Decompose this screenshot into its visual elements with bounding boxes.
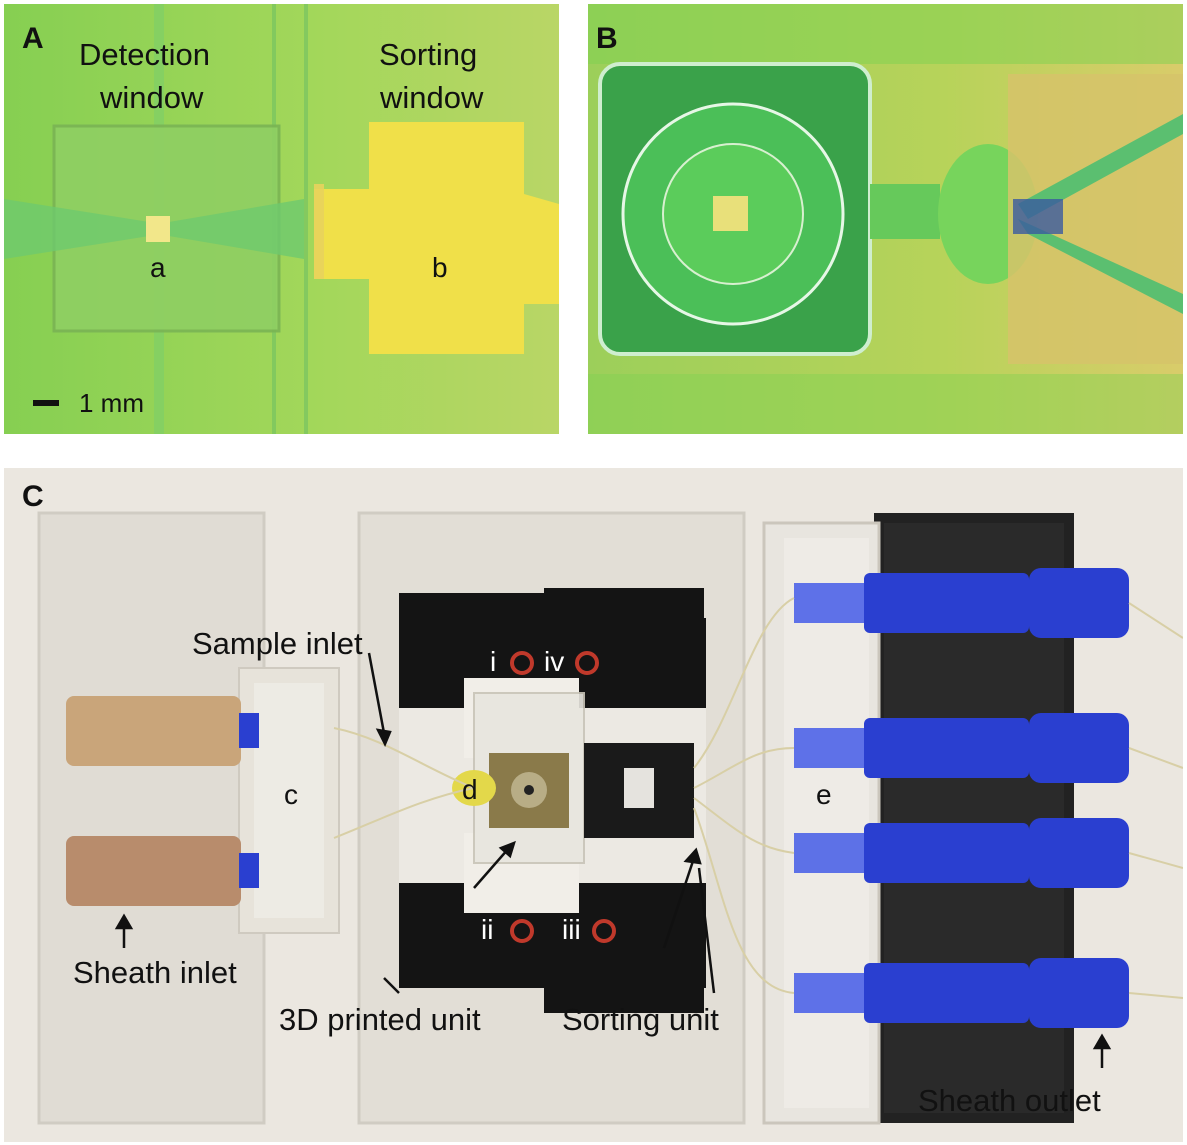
detection-chip-marker: a: [150, 252, 166, 283]
printed-unit-label: 3D printed unit: [279, 1002, 481, 1037]
panel-c-image: C Sample inlet Sheath inlet Sheath outle…: [4, 468, 1183, 1142]
panel-a-micrograph: [4, 4, 559, 434]
panel-b-micrograph: [588, 4, 1183, 434]
sample-inlet-label: Sample inlet: [192, 626, 363, 661]
sorting-unit-label: Sorting unit: [562, 1002, 719, 1037]
port-ii-label: ii: [481, 914, 494, 945]
detection-window-label-line1: Detection: [79, 37, 210, 72]
port-i-label: i: [490, 646, 497, 677]
port-iii-label: iii: [562, 914, 581, 945]
sheath-inlet-label: Sheath inlet: [73, 955, 237, 990]
sheath-outlet-label: Sheath outlet: [918, 1083, 1101, 1118]
detection-window-label-line2: window: [100, 80, 204, 115]
panel-b-label: B: [596, 22, 618, 55]
panel-a-label: A: [22, 22, 44, 55]
panel-c-photo: [4, 468, 1183, 1142]
connector-c-marker: c: [284, 779, 298, 810]
scale-bar-label: 1 mm: [79, 388, 144, 418]
sorting-window-label-line1: Sorting: [379, 37, 478, 72]
connector-e-marker: e: [816, 779, 832, 810]
sorting-window-marker: b: [432, 252, 448, 283]
panel-a-image: A Detection window Sorting window a b 1 …: [4, 4, 559, 434]
panel-b-image: B: [588, 4, 1183, 434]
panel-c-label: C: [22, 480, 44, 513]
scale-bar: [33, 400, 59, 406]
droplet-d-marker: d: [462, 774, 478, 805]
sorting-window-label-line2: window: [380, 80, 484, 115]
port-iv-label: iv: [544, 646, 565, 677]
